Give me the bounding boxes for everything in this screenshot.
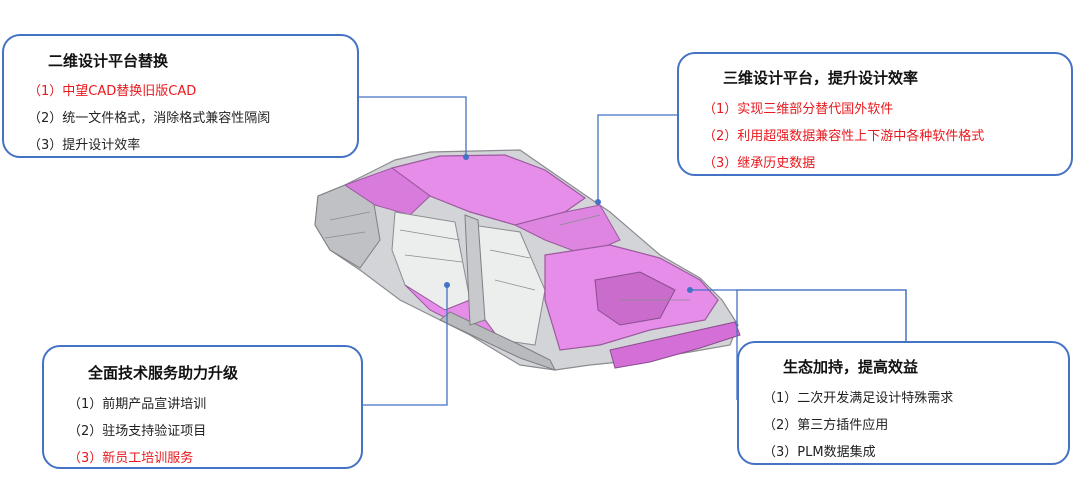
car-engine-bay: [594, 271, 676, 326]
connector-bottom-right-lead: [690, 289, 907, 343]
box-item: （2）统一文件格式，消除格式兼容性隔阂: [28, 111, 271, 126]
box-title: 二维设计平台替换: [48, 52, 169, 70]
box-ecosystem: 生态加持，提高效益 （1）二次开发满足设计特殊需求 （2）第三方插件应用 （3）…: [737, 341, 1070, 465]
box-item: （2）驻场支持验证项目: [68, 424, 207, 439]
box-title: 全面技术服务助力升级: [88, 364, 239, 382]
box-technical-service: 全面技术服务助力升级 （1）前期产品宣讲培训 （2）驻场支持验证项目 （3）新员…: [42, 345, 363, 469]
box-2d-design-platform: 二维设计平台替换 （1）中望CAD替换旧版CAD （2）统一文件格式，消除格式兼…: [2, 34, 359, 158]
box-3d-design-platform: 三维设计平台，提升设计效率 （1）实现三维部分替代国外软件 （2）利用超强数据兼…: [677, 52, 1073, 176]
connector-dot-pillar: [444, 282, 450, 288]
box-item: （3）提升设计效率: [28, 138, 141, 153]
connector-top-right: [597, 114, 677, 202]
box-item: （1）二次开发满足设计特殊需求: [763, 391, 954, 406]
car-roof: [390, 154, 587, 226]
car-sill: [439, 311, 556, 371]
box-title: 三维设计平台，提升设计效率: [723, 69, 919, 87]
box-item: （3）新员工培训服务: [68, 451, 194, 466]
box-item: （2）第三方插件应用: [763, 418, 889, 433]
connector-dot-roof: [463, 154, 469, 160]
box-title: 生态加持，提高效益: [783, 358, 919, 376]
car-front-bumper-beam: [609, 321, 741, 369]
connector-top-left: [357, 96, 467, 157]
connector-dot-a-pillar: [595, 199, 601, 205]
box-item: （3）继承历史数据: [703, 156, 816, 171]
box-item: （1）实现三维部分替代国外软件: [703, 102, 894, 117]
car-c-pillar: [343, 167, 431, 216]
box-item: （3）PLM数据集成: [763, 445, 876, 460]
box-item: （2）利用超强数据兼容性上下游中各种软件格式: [703, 129, 985, 144]
box-item: （1）中望CAD替换旧版CAD: [28, 84, 197, 99]
car-b-pillar: [464, 214, 486, 326]
box-item: （1）前期产品宣讲培训: [68, 397, 207, 412]
connector-bottom-left: [363, 285, 448, 406]
car-detail-lines: [324, 211, 690, 301]
car-a-pillar: [513, 204, 621, 256]
